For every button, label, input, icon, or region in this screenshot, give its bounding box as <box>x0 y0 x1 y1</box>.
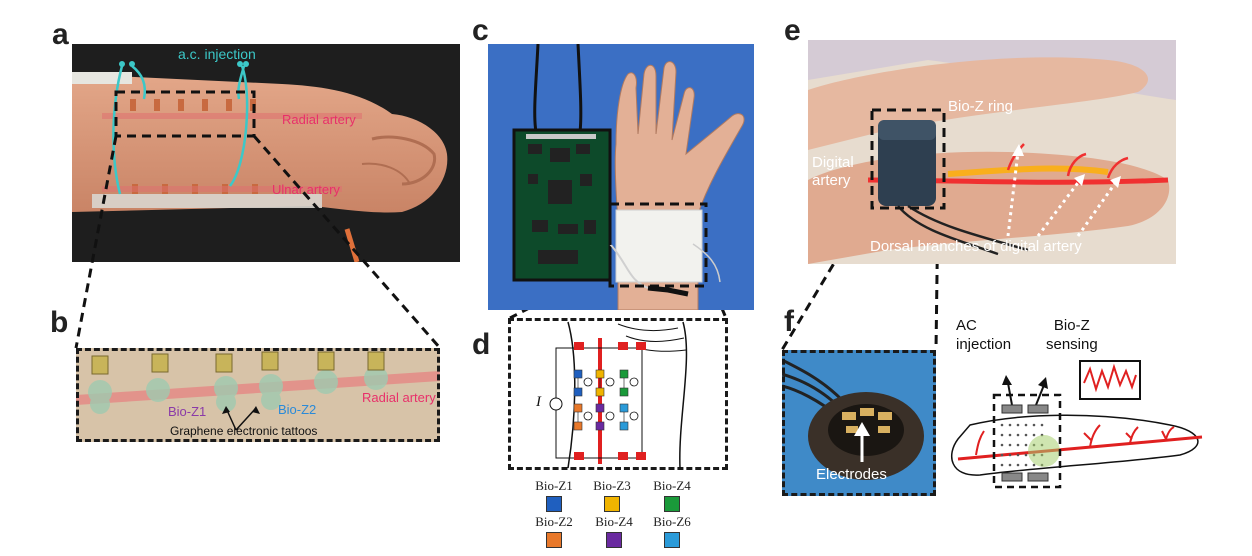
legend-bioz3-swatch <box>604 496 620 512</box>
board-hand-illustration <box>512 44 745 310</box>
bioz-sensing-line2: sensing <box>1046 336 1098 353</box>
legend-bioz4-green: Bio-Z4 <box>642 478 702 512</box>
legend-bioz4-purple-swatch <box>606 532 622 548</box>
ac-injection-f-line1: AC <box>956 317 977 334</box>
digital-artery-label: Digital artery <box>812 154 854 190</box>
legend-bioz4-green-swatch <box>664 496 680 512</box>
legend-bioz3-text: Bio-Z3 <box>593 478 631 493</box>
ring-electrodes-illustration <box>782 358 924 480</box>
legend-bioz1-text: Bio-Z1 <box>535 478 573 493</box>
finger-schematic <box>950 360 1203 489</box>
electrodes-label: Electrodes <box>816 466 887 483</box>
legend-bioz1-swatch <box>546 496 562 512</box>
legend-bioz6: Bio-Z6 <box>642 514 702 548</box>
bioz-sensing-line1: Bio-Z <box>1053 317 1090 334</box>
ac-injection-label: a.c. injection <box>178 46 256 62</box>
panel-label-b: b <box>50 306 69 339</box>
panel-c-photo <box>488 44 754 310</box>
circuit-schematic <box>549 321 688 469</box>
ulnar-artery-label: Ulnar artery <box>272 182 340 197</box>
panel-label-d: d <box>472 328 491 361</box>
panel-b-frame <box>76 348 440 442</box>
legend-bioz4-purple-text: Bio-Z4 <box>595 514 633 529</box>
wrist-illustration <box>72 61 448 262</box>
graphene-tattoos-label: Graphene electronic tattoos <box>170 424 318 438</box>
legend-bioz2: Bio-Z2 <box>524 514 584 548</box>
bioz-ring-label: Bio-Z ring <box>948 98 1014 115</box>
radial-artery-b-label: Radial artery <box>362 390 436 405</box>
legend-bioz3: Bio-Z3 <box>582 478 642 512</box>
legend-bioz2-swatch <box>546 532 562 548</box>
dorsal-branches-label: Dorsal branches of digital artery <box>870 238 1082 255</box>
legend-bioz4-purple: Bio-Z4 <box>584 514 644 548</box>
radial-artery-label: Radial artery <box>282 112 356 127</box>
ac-injection-f-label: AC injection <box>956 316 1011 354</box>
legend-bioz6-swatch <box>664 532 680 548</box>
digital-artery-line2: artery <box>812 172 851 189</box>
current-symbol: I <box>536 394 541 410</box>
legend-bioz2-text: Bio-Z2 <box>535 514 573 529</box>
tattoo-strip-illustration <box>76 351 440 431</box>
legend-bioz1: Bio-Z1 <box>524 478 584 512</box>
digital-artery-line1: Digital <box>812 154 854 171</box>
panel-label-f: f <box>784 305 794 338</box>
panel-f-photo-frame <box>782 350 936 496</box>
finger-ring-illustration <box>808 40 1176 264</box>
panel-label-c: c <box>472 14 489 47</box>
panel-f-photo: Electrodes <box>782 350 936 496</box>
legend-bioz4-green-text: Bio-Z4 <box>653 478 691 493</box>
panel-label-a: a <box>52 18 69 51</box>
legend-bioz6-text: Bio-Z6 <box>653 514 691 529</box>
panel-b-photo: Bio-Z1 Bio-Z2 Radial artery Graphene ele… <box>76 348 440 442</box>
ac-injection-f-line2: injection <box>956 336 1012 353</box>
bioz-sensing-label: Bio-Z sensing <box>1046 316 1098 354</box>
bioz1-label: Bio-Z1 <box>168 404 207 419</box>
panel-e-photo: Bio-Z ring Digital artery Dorsal branche… <box>808 40 1176 264</box>
panel-a-photo: a.c. injection Radial artery Ulnar arter… <box>72 44 460 262</box>
panel-label-e: e <box>784 14 801 47</box>
bioz2-label: Bio-Z2 <box>278 402 317 417</box>
